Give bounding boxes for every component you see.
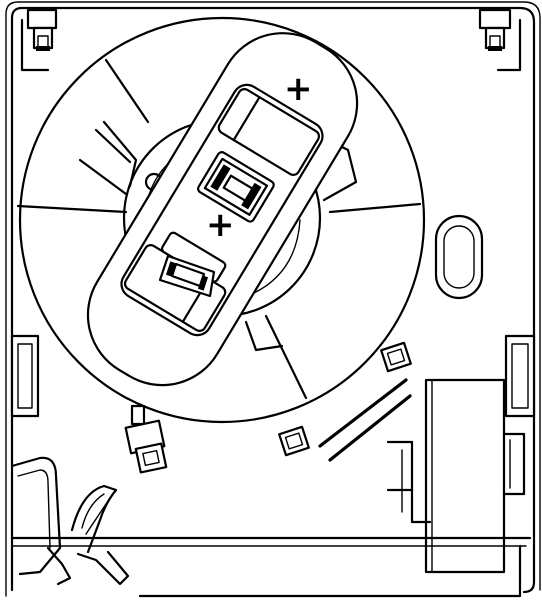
side-clip-right: [504, 334, 536, 418]
spring-block-lower: [278, 425, 310, 457]
motor-coil: [158, 254, 216, 298]
plus-sign-lower: +: [206, 205, 235, 245]
side-clip-left: [10, 334, 40, 418]
corner-clip-top-right: [478, 8, 512, 51]
oval-slot: [434, 214, 484, 300]
contact-rails: [318, 378, 412, 462]
spring-block-upper: [380, 341, 412, 373]
bracket-assembly: [386, 378, 526, 574]
rotor-disc: [16, 16, 426, 424]
housing: [5, 1, 541, 598]
corner-clip-top-left: [26, 8, 58, 51]
plus-sign-upper: +: [284, 69, 313, 109]
connector-plug: [124, 404, 168, 474]
release-lever: [10, 456, 130, 586]
